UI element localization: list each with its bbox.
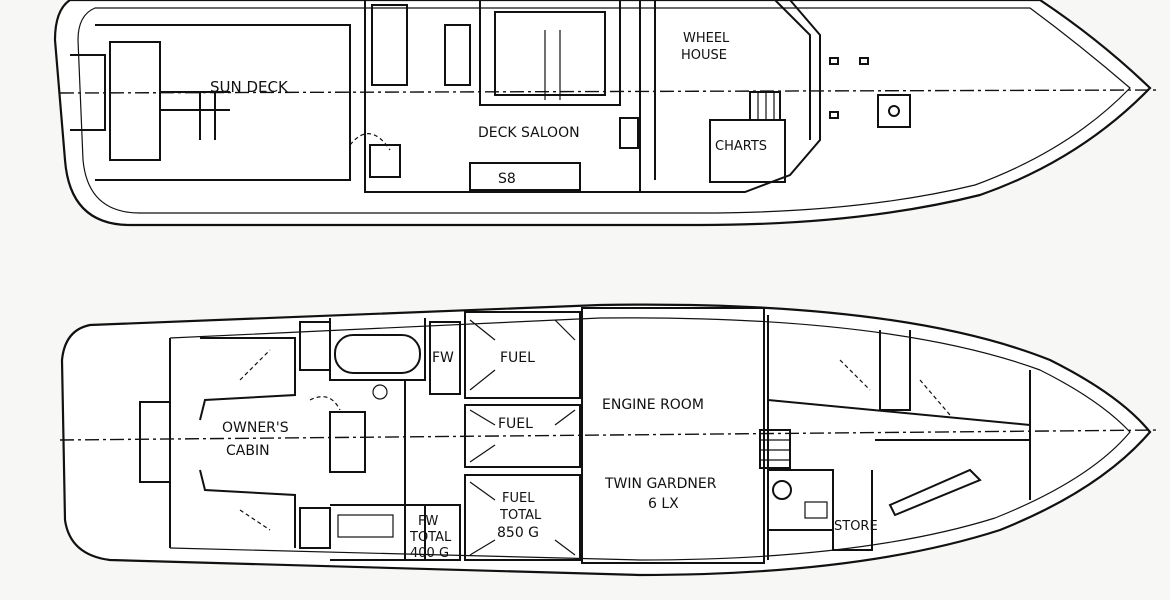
owners-cabin-area: OWNER'S CABIN <box>139 321 366 549</box>
wheel-house-label-1: WHEEL <box>683 31 730 46</box>
owners-cabin-label-2: CABIN <box>226 443 270 459</box>
lower-centerline <box>59 429 1161 441</box>
fuel-tank-2-label: FUEL <box>498 416 533 432</box>
forward-cabins-area: STORE <box>759 315 1031 560</box>
head-area <box>329 318 426 561</box>
lower-hull-inner-line <box>169 317 1131 561</box>
store-label: STORE <box>834 519 878 534</box>
sun-deck-label: SUN DECK <box>210 78 289 96</box>
upper-centerline <box>59 89 1161 94</box>
lower-deck-plan: OWNER'S CABIN FW <box>59 303 1161 577</box>
lower-hull-outline <box>60 303 1152 577</box>
engines-label-1: TWIN GARDNER <box>604 476 717 492</box>
fw-total-value: 400 G <box>410 546 449 561</box>
owners-cabin-label-1: OWNER'S <box>222 420 289 436</box>
wheel-house-area: WHEEL HOUSE CHARTS <box>639 0 821 193</box>
upper-deck-plan: SUN DECK DECK SALOON S8 <box>53 0 1161 227</box>
charts-label: CHARTS <box>715 139 767 154</box>
foredeck-fittings <box>829 57 911 128</box>
engine-room-area: ENGINE ROOM TWIN GARDNER 6 LX <box>581 307 765 564</box>
sun-deck-area: SUN DECK <box>70 24 351 181</box>
fuel-total-label: TOTAL <box>499 508 542 523</box>
fuel-total-value: 850 G <box>497 525 539 541</box>
fw-tank-label: FW <box>432 350 454 366</box>
engine-room-label: ENGINE ROOM <box>602 397 704 413</box>
fuel-tank-3-label: FUEL <box>502 491 535 506</box>
upper-hull-outline <box>53 0 1152 227</box>
engines-label-2: 6 LX <box>648 496 679 512</box>
fuel-tank-1-label: FUEL <box>500 350 535 366</box>
fw-total-label-1: FW <box>418 514 438 529</box>
fw-total-label-2: TOTAL <box>409 530 452 545</box>
saloon-seat-label: S8 <box>498 171 516 187</box>
deck-saloon-label: DECK SALOON <box>478 125 580 141</box>
tanks-area: FW FUEL FUEL FUEL TOTAL 850 G FW TOTAL 4… <box>404 311 581 561</box>
upper-hull-inner-line <box>77 7 1131 214</box>
wheel-house-label-2: HOUSE <box>681 48 727 63</box>
